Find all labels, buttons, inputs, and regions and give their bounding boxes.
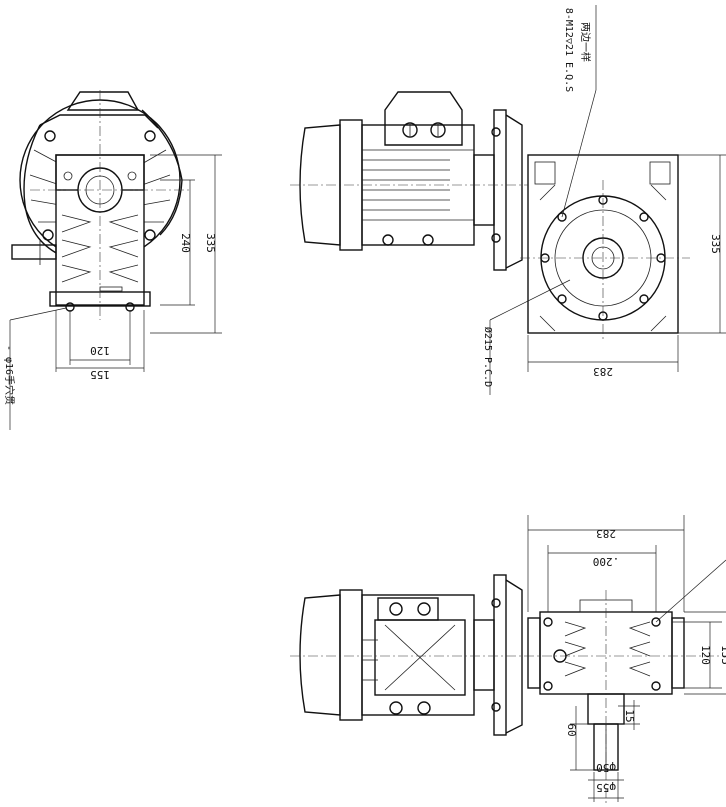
top-key-length: 15 — [623, 709, 636, 722]
top-shaft-dia-a: φ50 — [596, 761, 616, 774]
front-view: 120 155 240 335 - φ16手穴贯 — [3, 90, 222, 430]
dim-width-outer: 155 — [90, 368, 110, 381]
motor-fins — [362, 149, 474, 221]
top-dim-width-inner: .200 — [593, 555, 620, 568]
bolt-hole-icon — [144, 229, 156, 241]
bolt-hole-icon — [417, 602, 431, 616]
top-dim-depth-outer: 155 — [719, 645, 726, 665]
bolt-hole-icon — [44, 130, 56, 142]
bolt-hole-icon — [543, 617, 553, 627]
top-dim-width-outer: 283 — [596, 527, 616, 540]
side-pcd: Ø215 P.C.D — [482, 327, 494, 387]
bolt-hole-icon — [42, 229, 54, 241]
dim-height-outer: 335 — [204, 233, 217, 253]
side-dim-width: 283 — [593, 365, 613, 378]
bolt-hole-icon — [557, 212, 567, 222]
bolt-hole-icon — [389, 602, 403, 616]
side-holes-note: 两边一样 — [579, 22, 592, 62]
bolt-hole-icon — [543, 681, 553, 691]
bolt-hole-icon — [389, 701, 403, 715]
side-dim-height: 335 — [709, 234, 722, 254]
bolt-hole-icon — [639, 212, 649, 222]
top-view: 283 .200 120 155 60 15 φ50 φ55 — [290, 515, 726, 805]
bolt-hole-icon — [430, 122, 446, 138]
bolt-hole-icon — [417, 701, 431, 715]
bolt-hole-icon — [651, 617, 661, 627]
top-shaft-length: 60 — [565, 723, 578, 736]
top-shaft-dia-b: φ55 — [596, 781, 616, 794]
bolt-hole-icon — [639, 294, 649, 304]
side-view: 335 283 Ø215 P.C.D 8-M12▽21 E.Q.S 两边一样 — [290, 5, 726, 395]
dim-height-inner: 240 — [179, 233, 192, 253]
flange-bolt-holes — [540, 195, 666, 321]
top-dim-depth-inner: 120 — [699, 645, 712, 665]
side-holes: 8-M12▽21 E.Q.S — [563, 8, 574, 92]
dim-width-inner: 120 — [90, 344, 110, 357]
bolt-hole-icon — [557, 294, 567, 304]
bolt-hole-icon — [402, 122, 418, 138]
bolt-hole-icon — [651, 681, 661, 691]
bolt-hole-icon — [144, 130, 156, 142]
front-callout: - φ16手穴贯 — [3, 345, 16, 405]
